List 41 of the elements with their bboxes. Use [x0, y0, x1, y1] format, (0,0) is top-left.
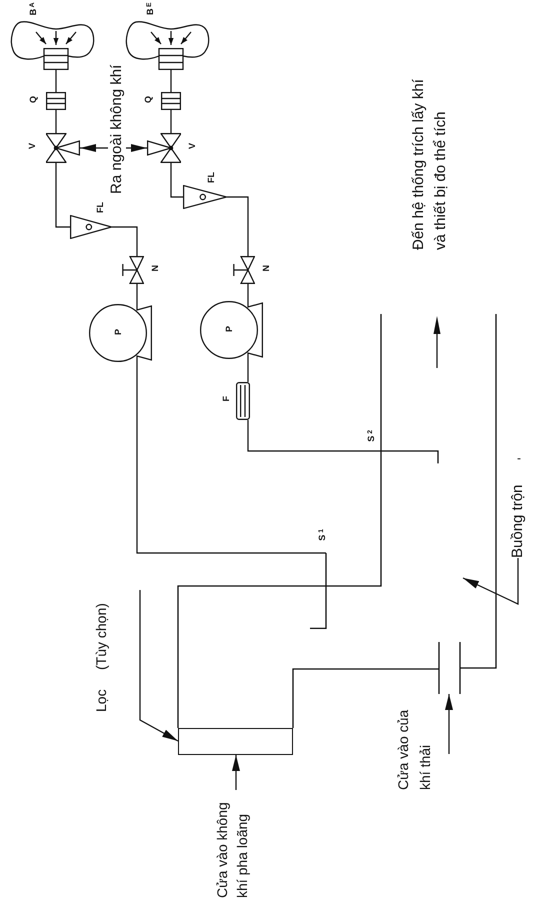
inlet-arrow	[445, 694, 453, 754]
pipe-line	[170, 163, 183, 198]
vent-label: Ra ngoài không khí	[108, 58, 126, 194]
filter-label: (Tùy chọn)	[92, 602, 110, 670]
component-label: V	[28, 143, 37, 150]
component-label: P	[114, 329, 123, 336]
component-label: FL	[96, 202, 105, 213]
outlet-label: Đến hệ thống trích lấy khí và thiết bị đo thể tích	[408, 70, 452, 250]
pipe-line	[247, 360, 249, 382]
component-label: F	[222, 396, 231, 402]
vent-arrow	[80, 144, 108, 152]
inlet-label: Cửa vào không khí pha loãng	[212, 790, 252, 898]
pipe-line	[170, 70, 172, 92]
component-label: V	[188, 143, 197, 150]
vent-arrow	[126, 144, 147, 152]
inlet-arrow	[232, 755, 240, 790]
component-label: Q	[144, 96, 153, 104]
note-text: -	[517, 452, 521, 464]
leader-line	[462, 558, 519, 605]
pipe-line	[170, 110, 172, 133]
filter-box	[178, 728, 293, 755]
chamber-label: Buồng trộn	[509, 478, 527, 558]
inlet-flange-symbol	[438, 642, 461, 694]
pipe-line	[227, 196, 249, 256]
component-label: FL	[207, 172, 216, 183]
filter-label: Lọc	[92, 688, 110, 712]
inlet-label: Cửa vào của khí thải	[394, 708, 434, 790]
pipe-line	[55, 70, 57, 92]
component-label: Q	[29, 96, 38, 104]
leader-line	[139, 590, 178, 742]
pipe-line	[136, 363, 326, 554]
component-label: N	[151, 265, 160, 272]
component-label: P	[225, 326, 234, 332]
component-label: N	[262, 265, 271, 272]
sampling-probe-line	[309, 553, 328, 630]
pipe-line	[136, 284, 138, 303]
pipe-line	[112, 226, 138, 256]
pipe-line	[55, 163, 70, 228]
pipe-line	[247, 420, 381, 452]
pipe-line	[55, 110, 57, 133]
pipe-line	[247, 284, 249, 300]
